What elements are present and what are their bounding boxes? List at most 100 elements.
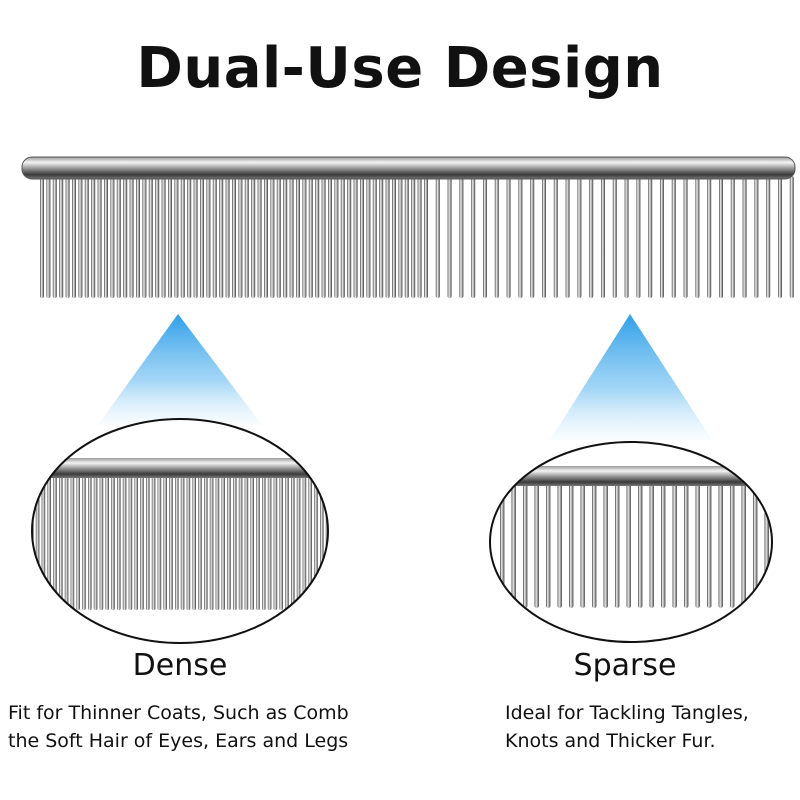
comb-tooth	[660, 176, 664, 298]
sparse-detail-tooth	[626, 482, 631, 608]
comb-tooth	[683, 176, 688, 298]
comb-tooth	[417, 176, 422, 298]
comb-tooth	[264, 176, 268, 298]
sparse-detail-tooth	[741, 482, 746, 608]
comb-tooth	[155, 176, 160, 298]
dense-label: Dense	[132, 648, 228, 683]
sparse-detail-tooth	[730, 482, 735, 608]
dense-detail-tooth	[308, 474, 312, 610]
dense-detail-tooth	[233, 474, 237, 610]
comb-tooth	[161, 176, 166, 298]
comb-tooth	[187, 176, 192, 298]
dense-detail-tooth	[244, 474, 249, 610]
comb-tooth	[671, 176, 676, 298]
comb-tooth	[206, 176, 211, 298]
comb-tooth	[447, 176, 452, 298]
comb-tooth	[200, 176, 204, 298]
sparse-detail-tooth	[511, 482, 516, 608]
comb-tooth	[136, 176, 140, 298]
comb-tooth	[225, 176, 230, 298]
comb-tooth	[754, 176, 759, 298]
dense-detail-tooth	[302, 474, 307, 610]
comb-tooth	[296, 176, 300, 298]
comb-tooth	[372, 176, 377, 298]
sparse-detail-tooth	[592, 482, 597, 608]
comb-tooth	[270, 176, 275, 298]
dense-detail-tooth	[256, 474, 260, 610]
comb-tooth	[778, 176, 782, 298]
comb-spine	[21, 156, 796, 180]
sparse-detail-tooth	[764, 482, 769, 608]
comb-tooth	[232, 176, 236, 298]
sparse-detail-tooth	[523, 482, 528, 608]
dense-zoom-detail	[32, 419, 328, 643]
dense-detail-tooth	[157, 474, 162, 610]
dense-detail-tooth	[105, 474, 109, 610]
sparse-detail-tooth	[695, 482, 700, 608]
comb-tooth	[59, 176, 64, 298]
comb-tooth	[518, 176, 523, 298]
dense-detail-tooth	[314, 474, 318, 610]
sparse-detail-tooth	[615, 482, 620, 608]
comb-tooth	[411, 176, 416, 298]
sparse-detail-tooth	[753, 482, 758, 608]
sparse-detail-tooth	[649, 482, 654, 608]
sparse-detail-tooth	[718, 482, 723, 608]
comb-tooth	[353, 176, 358, 298]
dense-detail-tooth	[175, 474, 179, 610]
dense-detail-tooth	[180, 474, 185, 610]
dense-detail-tooth	[238, 474, 243, 610]
dense-spotlight-beam	[98, 314, 262, 425]
comb-tooth	[542, 176, 546, 298]
comb-tooth	[459, 176, 464, 298]
comb-tooth	[506, 176, 511, 298]
comb-tooth	[52, 176, 57, 298]
dense-zoom-bubble	[31, 418, 329, 644]
comb-tooth	[142, 176, 147, 298]
comb-tooth	[398, 176, 403, 298]
dense-description-line-2: the Soft Hair of Eyes, Ears and Legs	[8, 730, 349, 752]
comb-tooth	[72, 176, 76, 298]
sparse-detail-tooth	[707, 482, 712, 608]
dense-detail-tooth	[198, 474, 202, 610]
comb-tooth	[276, 176, 281, 298]
dense-detail-tooth	[35, 474, 40, 610]
sparse-label: Sparse	[573, 648, 677, 683]
dense-detail-tooth	[209, 474, 214, 610]
comb-tooth	[193, 176, 198, 298]
dense-detail-tooth	[117, 474, 121, 610]
dense-detail-tooth	[41, 474, 46, 610]
dense-detail-tooth	[285, 474, 289, 610]
comb-tooth	[328, 176, 332, 298]
sparse-detail-tooth	[546, 482, 551, 608]
comb-tooth	[289, 176, 294, 298]
sparse-detail-tooth	[603, 482, 608, 608]
dense-detail-tooth	[140, 474, 144, 610]
dense-detail-tooth	[47, 474, 51, 610]
dense-description-line-1: Fit for Thinner Coats, Such as Comb	[8, 702, 349, 724]
comb-tooth	[636, 176, 641, 298]
dense-detail-tooth	[59, 474, 63, 610]
comb-tooth	[244, 176, 249, 298]
dense-detail-tooth	[250, 474, 254, 610]
comb-tooth	[302, 176, 307, 298]
comb-tooth	[308, 176, 313, 298]
dense-detail-tooth	[134, 474, 138, 610]
dense-detail-tooth	[53, 474, 57, 610]
comb-tooth	[494, 176, 499, 298]
comb-tooth	[624, 176, 629, 298]
dense-detail-tooth	[111, 474, 115, 610]
comb-tooth	[148, 176, 153, 298]
dense-detail-tooth	[169, 474, 173, 610]
dense-detail-tooth	[273, 474, 278, 610]
comb-tooth	[695, 176, 700, 298]
comb-tooth	[424, 176, 428, 298]
comb-tooth	[46, 176, 51, 298]
dense-detail-tooth	[296, 474, 301, 610]
dense-detail-tooth	[215, 474, 220, 610]
dense-detail-tooth	[70, 474, 75, 610]
sparse-description: Ideal for Tackling Tangles, Knots and Th…	[505, 699, 749, 755]
comb-teeth	[40, 176, 794, 298]
page-title: Dual-Use Design	[136, 36, 664, 101]
